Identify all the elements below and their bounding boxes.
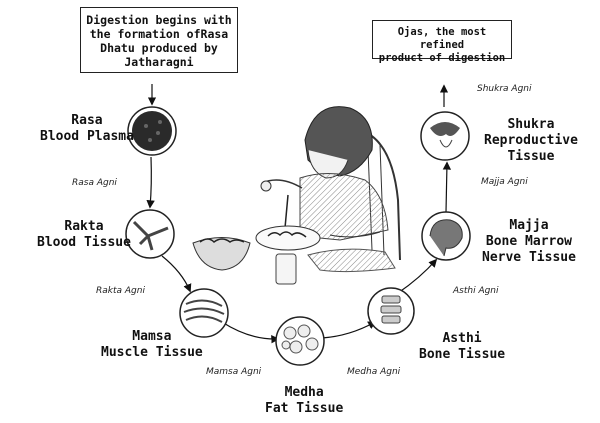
tissue-circle-rakta bbox=[125, 209, 175, 259]
child-eating-illustration bbox=[192, 106, 401, 285]
digestion-begins-note: Digestion begins with the formation ofRa… bbox=[80, 7, 238, 73]
tissue-label-rasa: Rasa Blood Plasma bbox=[40, 113, 134, 145]
tissue-name: Mamsa bbox=[132, 329, 172, 344]
tissue-label-rakta: Rakta Blood Tissue bbox=[37, 219, 131, 251]
agni-label-medha: Medha Agni bbox=[347, 367, 401, 377]
note-line: the formation ofRasa bbox=[89, 27, 229, 41]
tissue-desc: Nerve Tissue bbox=[482, 250, 576, 265]
note-line: Ojas, the most refined bbox=[397, 26, 487, 51]
tissue-circle-shukra bbox=[420, 111, 470, 161]
ojas-note: Ojas, the most refined product of digest… bbox=[372, 20, 512, 64]
tissue-name: Asthi bbox=[442, 331, 482, 346]
tissue-desc: Bone Marrow bbox=[485, 234, 572, 249]
tissue-name: Majja bbox=[509, 218, 549, 233]
agni-label-mamsa: Mamsa Agni bbox=[206, 367, 262, 377]
note-line: Digestion begins with bbox=[86, 13, 232, 27]
agni-label-majja: Majja Agni bbox=[481, 177, 528, 187]
tissue-circle-medha bbox=[275, 316, 325, 366]
tissue-label-medha: Medha Fat Tissue bbox=[265, 385, 343, 417]
tissue-desc: Tissue bbox=[507, 149, 555, 164]
agni-label-rasa: Rasa Agni bbox=[72, 178, 117, 188]
tissue-circle-mamsa bbox=[179, 288, 229, 338]
cycle-arrows bbox=[146, 84, 452, 344]
tissue-desc: Fat Tissue bbox=[265, 401, 344, 416]
note-line: product of digestion bbox=[378, 52, 506, 64]
note-line: Jatharagni bbox=[124, 55, 194, 69]
agni-label-rakta: Rakta Agni bbox=[96, 286, 145, 296]
tissue-circle-asthi bbox=[367, 287, 415, 335]
tissue-label-asthi: Asthi Bone Tissue bbox=[419, 331, 505, 363]
tissue-desc: Muscle Tissue bbox=[101, 345, 203, 360]
tissue-name: Rasa bbox=[71, 113, 103, 128]
tissue-label-shukra: Shukra Reproductive Tissue bbox=[484, 117, 578, 165]
tissue-label-majja: Majja Bone Marrow Nerve Tissue bbox=[482, 218, 576, 266]
tissue-desc: Blood Plasma bbox=[40, 129, 134, 144]
tissue-desc: Reproductive bbox=[484, 133, 578, 148]
note-line: Dhatu produced by bbox=[100, 41, 218, 55]
tissue-name: Shukra bbox=[507, 117, 555, 132]
tissue-name: Medha bbox=[284, 385, 324, 400]
tissue-circle-majja bbox=[421, 211, 471, 261]
tissue-name: Rakta bbox=[64, 219, 104, 234]
tissue-label-mamsa: Mamsa Muscle Tissue bbox=[101, 329, 203, 361]
agni-label-asthi: Asthi Agni bbox=[453, 286, 499, 296]
tissue-desc: Bone Tissue bbox=[419, 347, 506, 362]
tissue-desc: Blood Tissue bbox=[37, 235, 131, 250]
tissue-circle-rasa bbox=[127, 106, 177, 156]
agni-label-shukra: Shukra Agni bbox=[477, 84, 532, 94]
